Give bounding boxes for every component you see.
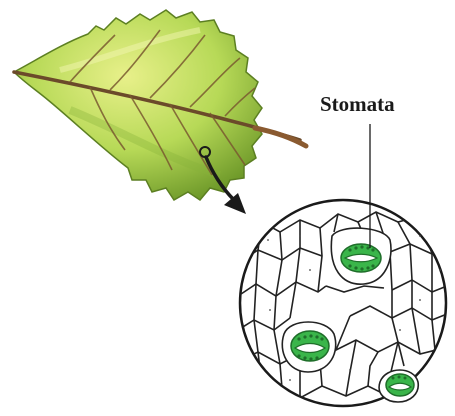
leaf-illustration <box>14 10 306 200</box>
epidermis-magnified-view <box>238 200 452 406</box>
stoma-lower-right <box>379 370 418 402</box>
leaf-petiole <box>255 128 306 146</box>
stoma-lower-left <box>282 322 335 372</box>
stoma-top <box>331 228 391 284</box>
leaf-blade <box>14 10 262 200</box>
stomata-label: Stomata <box>320 92 395 117</box>
